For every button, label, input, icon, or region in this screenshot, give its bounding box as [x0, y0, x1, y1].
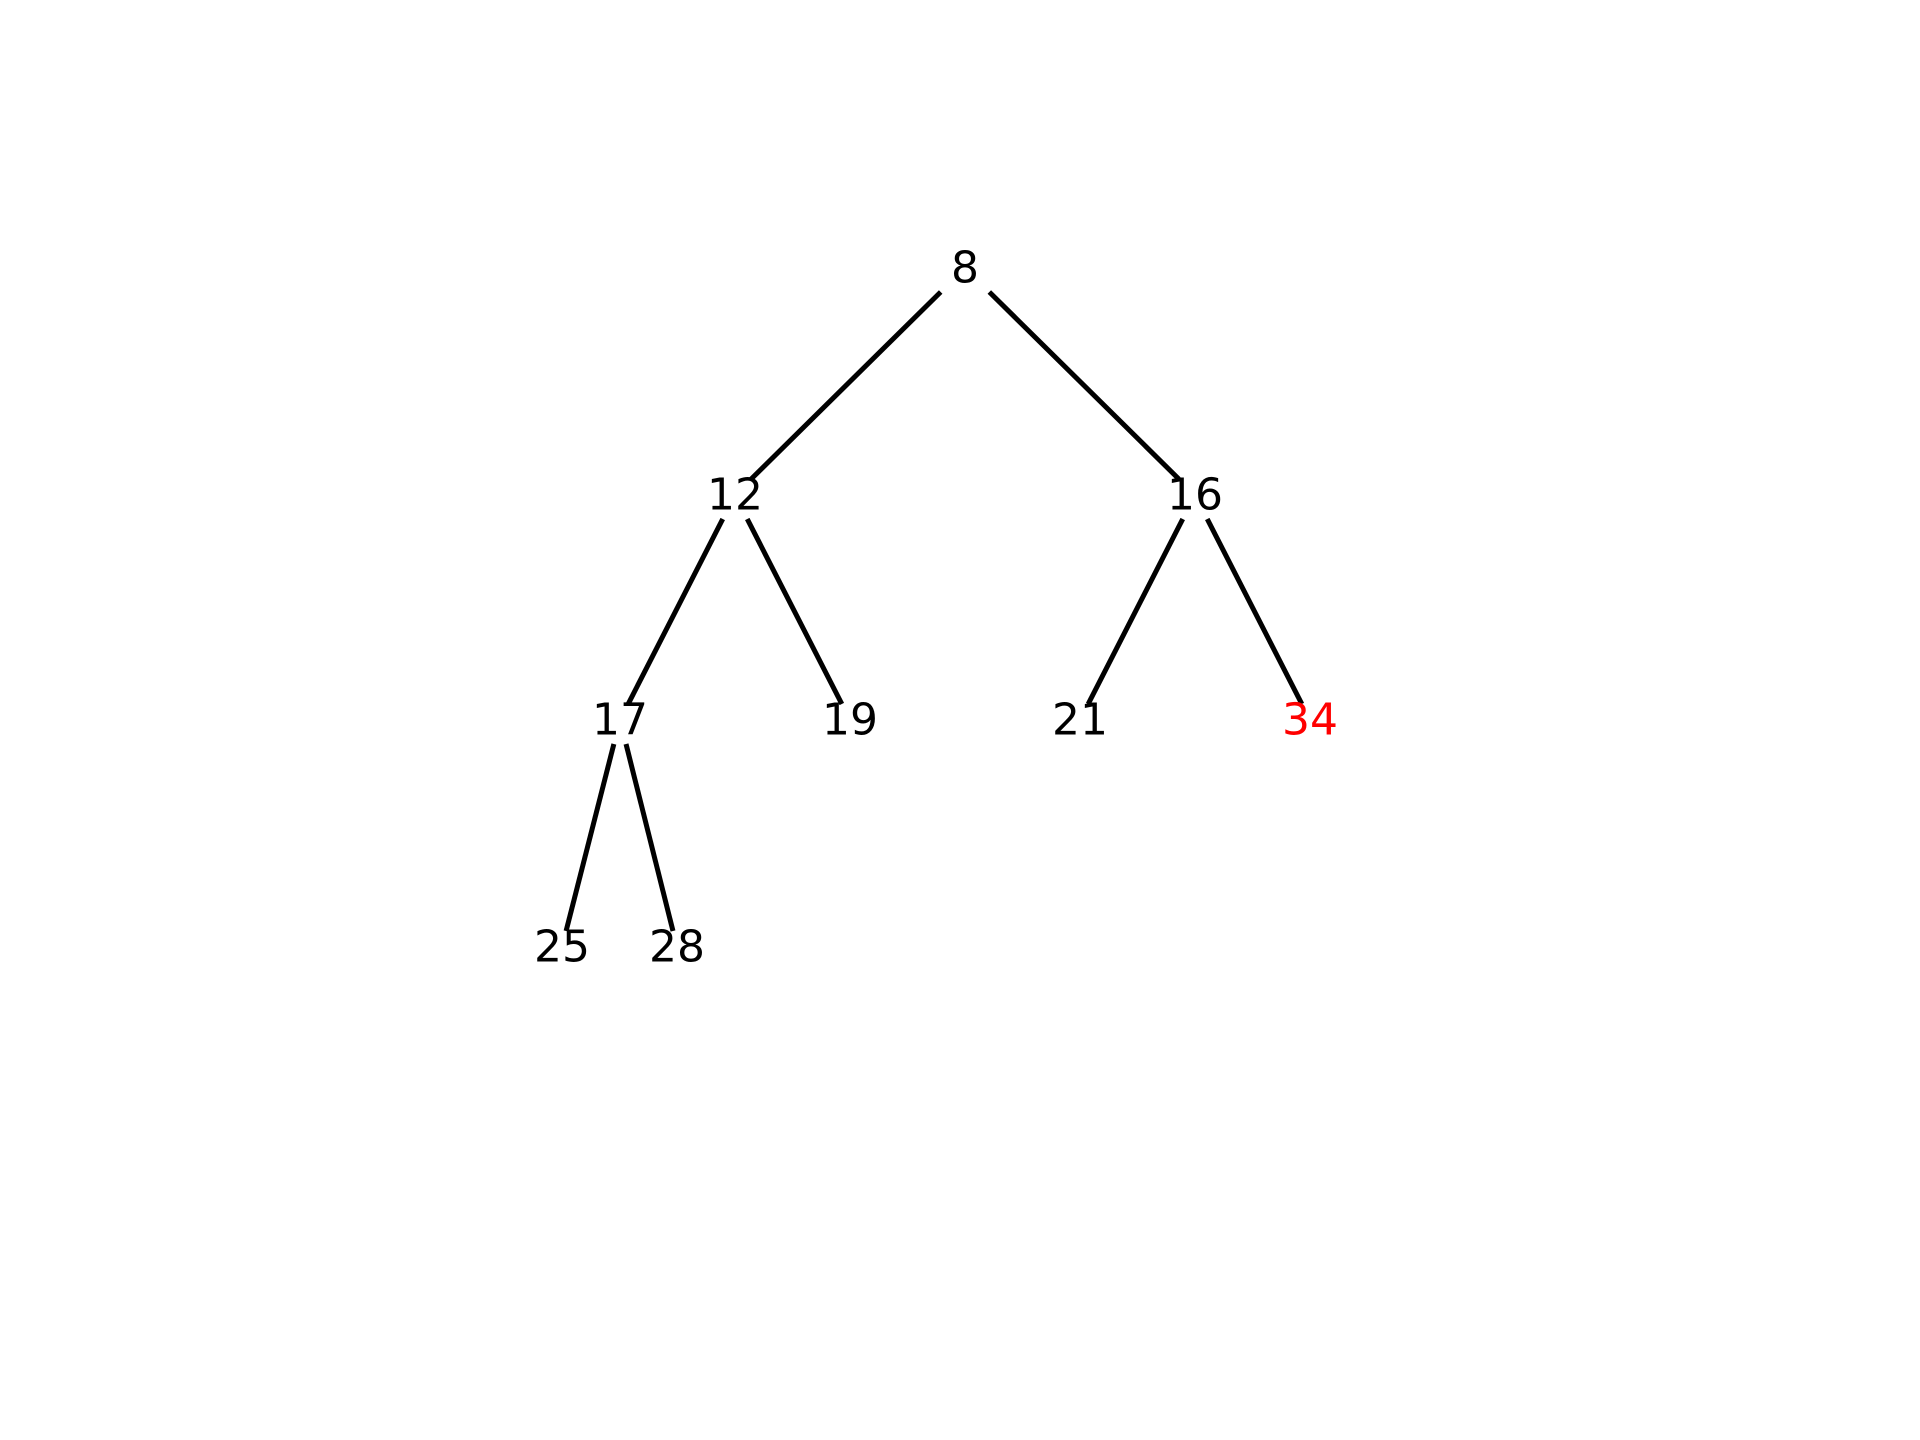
- node-34: 34: [1282, 695, 1338, 746]
- node-12: 12: [707, 470, 763, 521]
- node-21: 21: [1052, 695, 1108, 746]
- node-8: 8: [951, 243, 979, 294]
- node-25: 25: [534, 922, 590, 973]
- node-19: 19: [822, 695, 878, 746]
- edge-12-17: [625, 517, 725, 706]
- node-17: 17: [592, 695, 648, 746]
- node-16: 16: [1167, 470, 1223, 521]
- edge-8-12: [749, 290, 943, 481]
- edge-17-28: [623, 743, 676, 932]
- edge-16-34: [1205, 517, 1305, 706]
- node-28: 28: [649, 922, 705, 973]
- edge-16-21: [1085, 517, 1185, 706]
- edge-8-16: [987, 290, 1181, 481]
- edge-12-19: [745, 517, 845, 706]
- edge-17-25: [563, 743, 617, 932]
- edge-layer: [563, 290, 1305, 932]
- node-layer: 8 12 16 17 19 21 34 25 28: [534, 243, 1338, 973]
